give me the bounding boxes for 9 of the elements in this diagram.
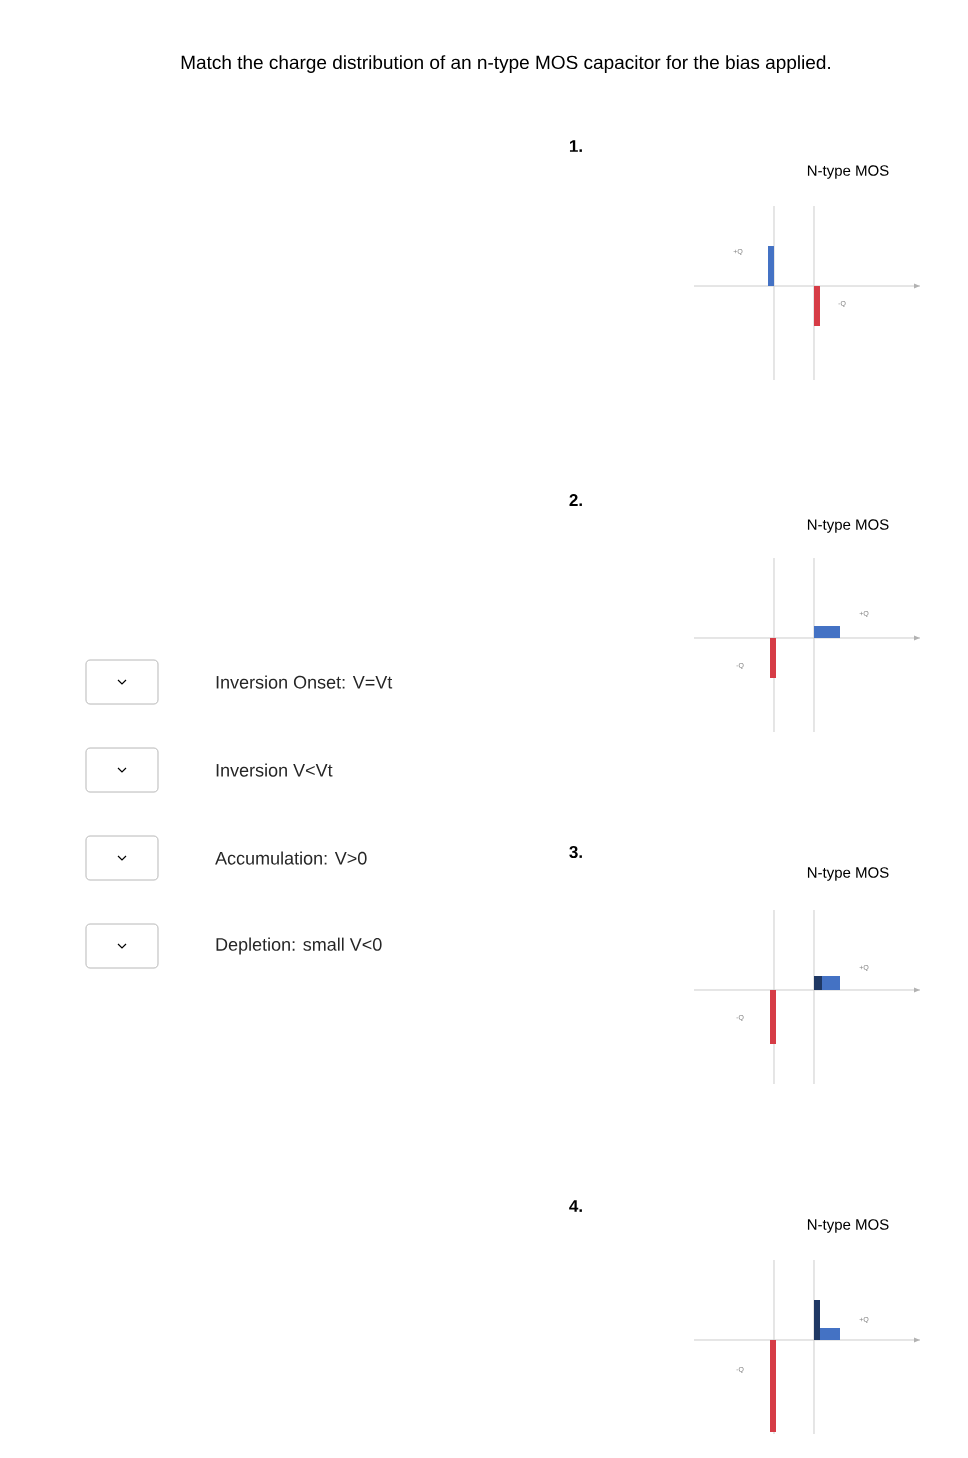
question-text: Match the charge distribution of an n-type MOS capacitor for the bias applied. (181, 55, 830, 73)
option-label: Accumulation: V>0 (215, 851, 367, 865)
panel-number: 4. (569, 1200, 582, 1212)
panel-number: 2. (569, 494, 582, 506)
option-label: Inversion V<Vt (216, 763, 333, 777)
panel-number: 3. (569, 846, 582, 859)
option-label: Depletion: small V<0 (216, 937, 382, 955)
option-label: Inversion Onset: V=Vt (216, 675, 393, 689)
panel-number: 1. (569, 140, 582, 152)
